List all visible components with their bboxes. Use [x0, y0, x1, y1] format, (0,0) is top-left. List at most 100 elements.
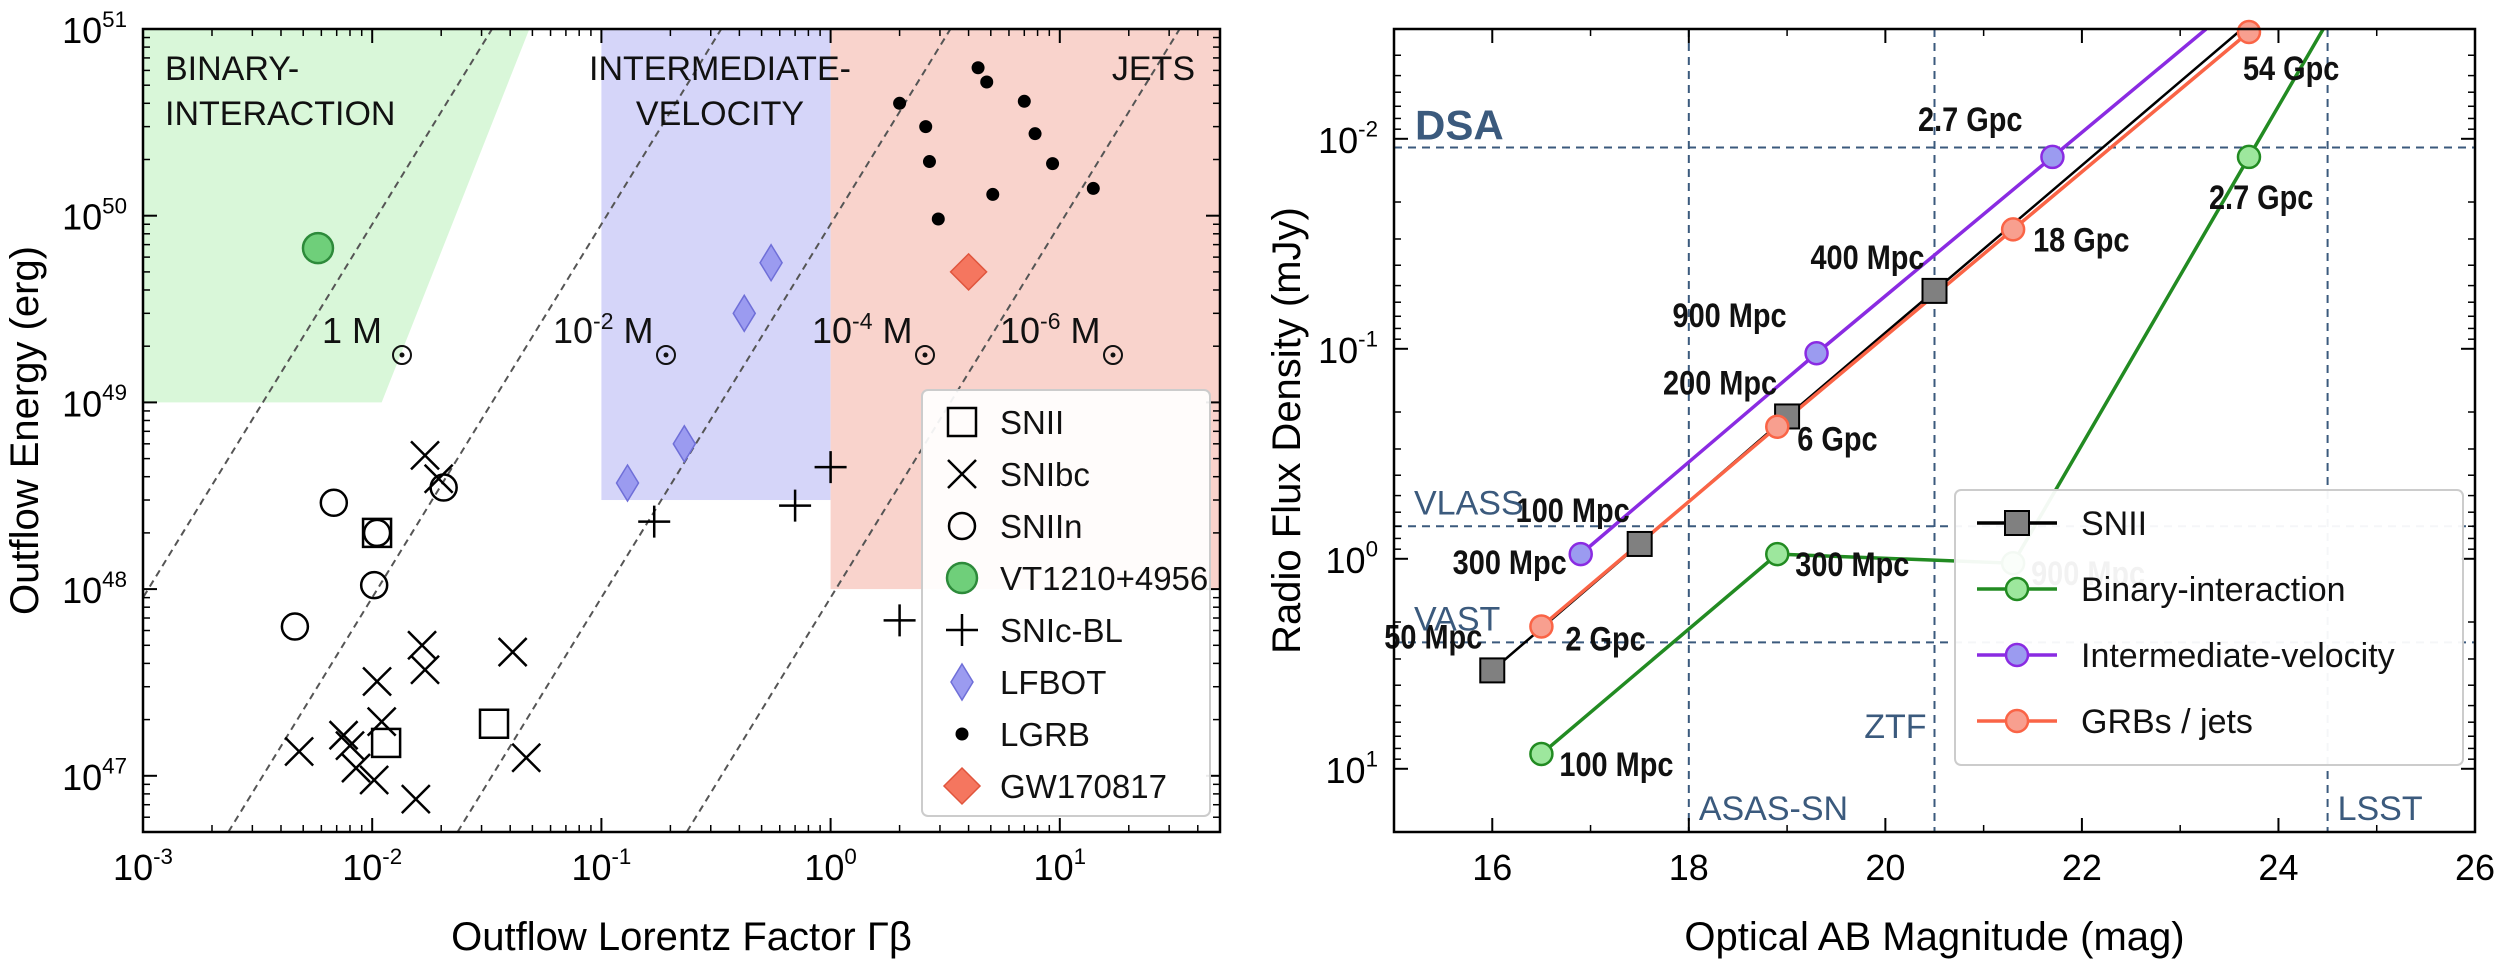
solar-mass-symbol	[392, 345, 412, 365]
solar-mass-dot	[399, 352, 405, 358]
point-binary-interaction	[1529, 741, 1554, 767]
point-lgrb	[986, 187, 1000, 201]
distance-label: 2.7 Gpc	[1918, 100, 2022, 139]
distance-label: 300 Mpc	[1795, 545, 1909, 584]
point-snic-bl	[779, 489, 812, 522]
point-grbs-jets	[2236, 19, 2262, 45]
threshold-label: VLASS	[1414, 484, 1524, 522]
point-sniin	[280, 612, 310, 641]
y-tick-label: 10-2	[1318, 117, 1378, 161]
point-lgrb	[931, 212, 945, 226]
legend-marker	[946, 614, 978, 646]
point-snibc	[328, 720, 359, 751]
y-tick-label: 1049	[62, 380, 127, 424]
region-label: INTERACTION	[165, 95, 395, 133]
survey-label: ASAS-SN	[1699, 790, 1848, 828]
distance-label: 2.7 Gpc	[2209, 178, 2313, 217]
series-line-intermediate-velocity	[1579, 29, 2208, 556]
legend-label: SNIc-BL	[1000, 612, 1123, 649]
point-snibc	[407, 630, 437, 661]
point-snii	[478, 708, 510, 740]
y-tick-label: 1048	[62, 567, 127, 611]
point-lfbot	[759, 243, 783, 283]
point-snibc	[366, 706, 397, 737]
y-tick-label: 1050	[62, 193, 127, 237]
legend-marker	[945, 561, 979, 595]
point-lgrb	[980, 75, 994, 89]
point-binary-interaction	[1765, 541, 1790, 567]
point-grbs-jets	[1529, 614, 1554, 639]
distance-label: 200 Mpc	[1663, 363, 1777, 402]
legend-marker	[2004, 708, 2030, 734]
mass-line	[456, 29, 952, 832]
point-snii	[1479, 657, 1506, 684]
legend-label: Intermediate-velocity	[2081, 637, 2395, 675]
mass-line	[143, 29, 493, 600]
distance-label: 6 Gpc	[1797, 419, 1877, 458]
distance-label: 400 Mpc	[1810, 238, 1924, 277]
survey-label: LSST	[2338, 790, 2423, 828]
y-tick-label: 1047	[62, 754, 127, 798]
legend-marker	[947, 459, 977, 489]
distance-label: 50 Mpc	[1384, 617, 1482, 656]
region-label: VELOCITY	[636, 95, 804, 133]
mass-label: 10-2 M	[553, 308, 654, 351]
region-label: JETS	[1112, 50, 1195, 88]
x-axis-label: Outflow Lorentz Factor Γβ	[451, 915, 912, 959]
legend-label: SNII	[2081, 505, 2147, 543]
point-lgrb	[1028, 127, 1042, 141]
legend-label: Binary-interaction	[2081, 571, 2346, 609]
legend-label: LGRB	[1000, 716, 1090, 753]
point-snibc	[362, 666, 392, 697]
x-tick-label: 20	[1865, 847, 1905, 888]
point-sniin	[362, 518, 392, 548]
legend-marker	[950, 662, 974, 702]
point-lgrb	[919, 120, 933, 134]
point-snibc	[423, 463, 454, 494]
point-intermediate-velocity	[1804, 340, 1829, 366]
region-binary-interaction	[143, 29, 530, 403]
point-grbs-jets	[2000, 217, 2026, 242]
distance-label: 54 Gpc	[2243, 49, 2339, 88]
region-label: BINARY-	[165, 50, 299, 88]
point-lgrb	[1017, 94, 1031, 108]
x-tick-label: 26	[2455, 847, 2495, 888]
point-sniin	[359, 570, 389, 600]
point-snibc	[359, 765, 390, 795]
legend-label: VT1210+4956	[1000, 560, 1208, 597]
x-tick-label: 16	[1472, 847, 1512, 888]
x-tick-label: 10-2	[342, 844, 402, 888]
y-axis-label: Radio Flux Density (mJy)	[1265, 207, 1309, 654]
point-snic-bl	[814, 451, 847, 484]
region-intermediate-velocity	[601, 29, 831, 501]
point-snibc	[400, 784, 431, 815]
legend-label: SNIbc	[1000, 456, 1090, 493]
point-vt1210-4956	[301, 231, 335, 265]
axes-frame	[1392, 27, 2477, 834]
left-chart: BINARY-INTERACTIONINTERMEDIATE-VELOCITYJ…	[3, 7, 1222, 959]
legend-marker	[2004, 642, 2030, 668]
mass-label: 1 M	[322, 310, 382, 351]
threshold-label: VAST	[1414, 600, 1500, 638]
y-tick-label: 101	[1326, 747, 1378, 791]
distance-label: 18 Gpc	[2033, 220, 2129, 259]
point-snibc	[335, 730, 365, 761]
x-tick-label: 10-1	[571, 844, 631, 888]
point-snic-bl	[883, 604, 916, 637]
point-lgrb	[971, 61, 985, 75]
point-snic-bl	[638, 505, 671, 538]
point-lfbot	[672, 424, 697, 464]
solar-mass-symbol	[1103, 345, 1123, 365]
axes-frame	[141, 27, 1222, 834]
legend-label: SNII	[1000, 404, 1064, 441]
solar-mass-dot	[1110, 352, 1116, 358]
legend-marker	[946, 406, 978, 438]
point-intermediate-velocity	[1568, 541, 1593, 567]
y-tick-label: 10-1	[1318, 327, 1378, 371]
solar-mass-symbol	[656, 345, 676, 365]
point-lgrb	[1046, 157, 1060, 171]
mass-line	[227, 29, 723, 832]
point-grbs-jets	[1765, 414, 1790, 439]
legend-marker	[947, 511, 977, 541]
